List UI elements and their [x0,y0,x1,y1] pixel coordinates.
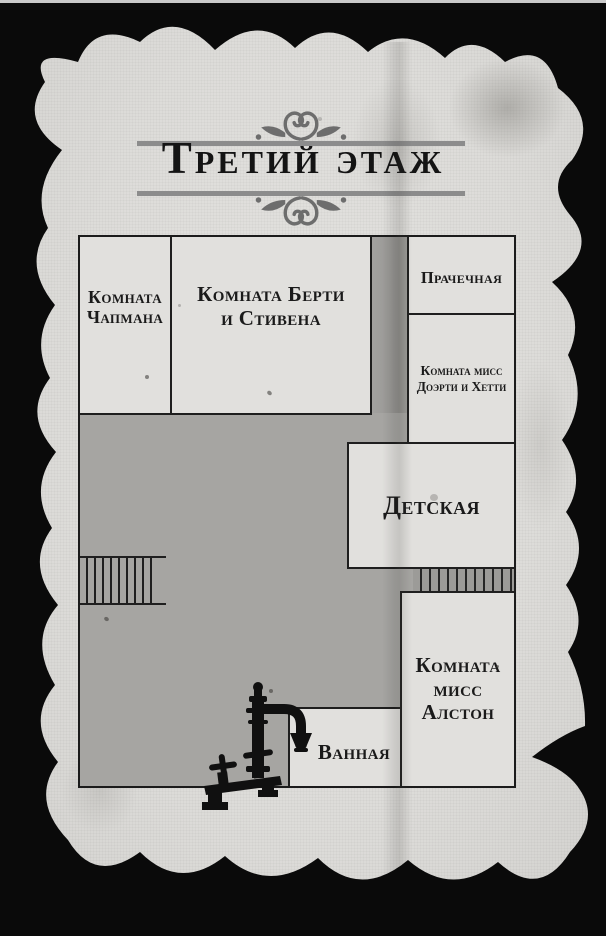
room-chapman: Комната Чапмана [78,235,172,415]
flourish-icon [253,106,349,142]
decorative-rule-bottom [137,191,465,196]
staircase-steps [413,569,514,591]
room-bathroom: Ванная [288,707,402,788]
room-chapman-label: Комната Чапмана [86,287,164,328]
room-bertie-stephen: Комната Берти и Стивена [170,235,372,415]
corridor-area [80,591,402,709]
page-title: Третий этаж [161,133,445,183]
room-doherty-hetty-label: Комната мисс Доэрти и Хетти [416,363,507,394]
room-laundry: Прачечная [407,235,516,315]
room-doherty-hetty: Комната мисс Доэрти и Хетти [407,313,516,444]
staircase-steps [86,558,158,603]
staircase-left [80,556,166,605]
corridor-area [370,237,407,444]
staircase-right [413,567,514,593]
corridor-area [80,413,407,444]
room-bathroom-label: Ванная [317,739,391,764]
room-bertie-stephen-label: Комната Берти и Стивена [197,282,345,330]
room-laundry-label: Прачечная [420,267,503,287]
corridor-area [80,443,349,569]
decorative-rule-top [137,141,465,146]
faucet-icon [198,680,324,812]
room-miss-alston-label: Комната мисс Алстон [415,653,501,725]
room-nursery: Детская [347,442,516,569]
flourish-icon [253,195,349,231]
scan-edge [0,0,606,3]
room-nursery-label: Детская [383,490,480,520]
room-miss-alston: Комната мисс Алстон [400,591,516,788]
